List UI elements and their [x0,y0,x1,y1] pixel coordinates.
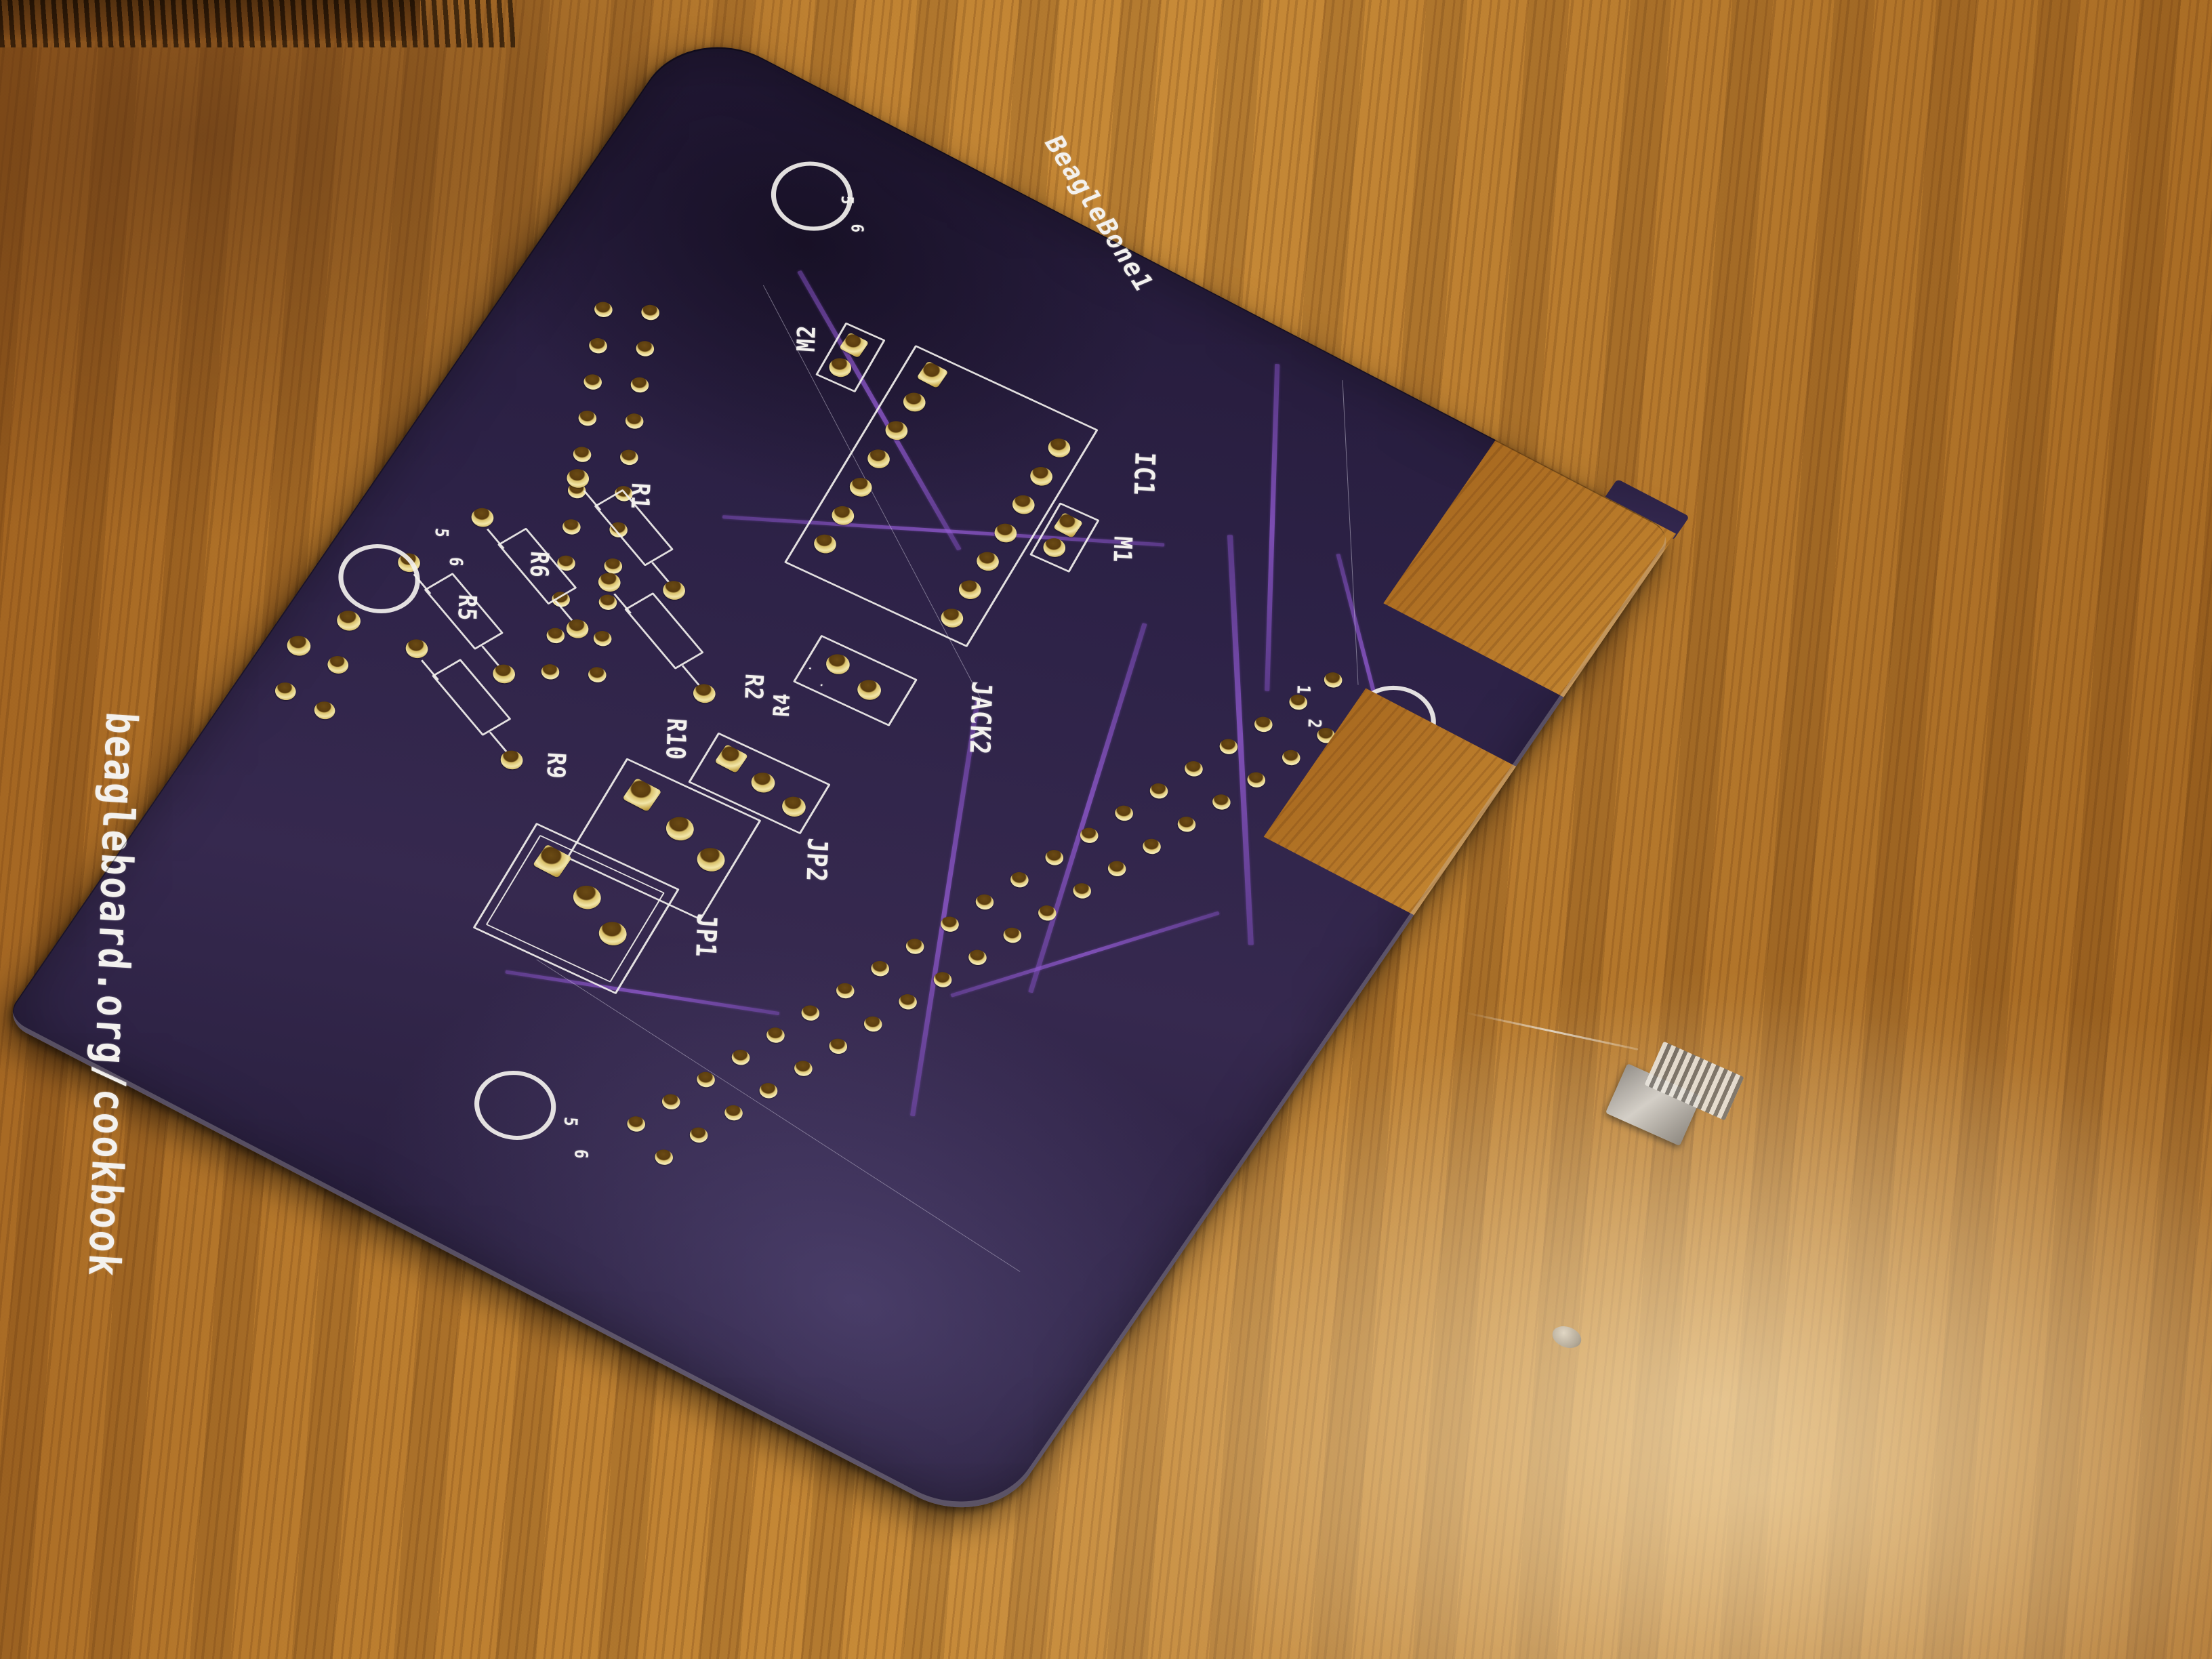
pin-label-5-bottom: 5 [559,1116,581,1128]
r6-label: R6 [524,550,554,579]
pin-label-topleft-b: 6 [847,223,867,234]
m1-label: M1 [1107,535,1137,564]
pin-label-1-right: 1 [1292,684,1314,696]
r2-label: R2 [739,673,769,701]
pin-label-6-bottom: 6 [570,1148,592,1160]
jp2-label: JP2 [800,837,834,884]
r9-label: R9 [541,752,571,780]
ic1-label: IC1 [1127,451,1161,497]
jp1-label: JP1 [689,912,722,959]
pin-label-topleft-a: 5 [837,195,857,206]
r1-label: R1 [625,482,655,511]
m2-label: M2 [792,324,822,353]
desk-wood-grain [0,0,515,47]
pin-label-6-left: 6 [445,556,466,568]
url-label: beagleboard.org/cookbook [79,710,147,1279]
r5-label: R5 [452,593,482,622]
pin-label-5-left: 5 [430,527,452,539]
r10-label: R10 [660,717,692,762]
jack2-label: JACK2 [963,680,998,756]
r4-label: R4 [768,692,796,718]
pin-label-2-right: 2 [1303,718,1325,730]
